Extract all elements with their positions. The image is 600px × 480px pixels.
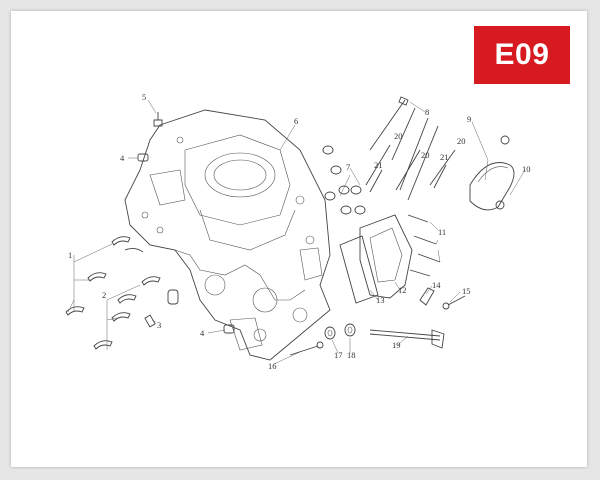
bolt-15[interactable] — [442, 295, 466, 310]
callout-20-c: 20 — [457, 136, 466, 146]
oil-jet-3[interactable] — [144, 314, 156, 328]
section-badge: E09 — [474, 26, 570, 84]
bearing-shells-2[interactable] — [93, 276, 161, 350]
callout-17: 17 — [334, 350, 343, 360]
callout-4-upper: 4 — [120, 153, 125, 163]
callout-3: 3 — [157, 320, 161, 330]
callout-12: 12 — [398, 285, 407, 295]
callout-14: 14 — [432, 280, 441, 290]
dowel-pin-4-lower[interactable] — [167, 289, 235, 334]
callout-8: 8 — [425, 107, 429, 117]
seal-18[interactable] — [344, 323, 356, 337]
bolts-20[interactable] — [365, 144, 456, 191]
callout-20-b: 20 — [421, 150, 430, 160]
callout-labels: 1 2 3 4 4 5 6 7 8 9 10 11 12 13 14 15 16… — [68, 92, 531, 371]
callout-15: 15 — [462, 286, 471, 296]
lever-14[interactable] — [419, 287, 435, 306]
dowel-pin-4-upper[interactable] — [137, 153, 149, 162]
bolts-10[interactable] — [495, 135, 510, 210]
callout-1: 1 — [68, 250, 72, 260]
callout-7: 7 — [346, 162, 350, 172]
callout-16: 16 — [268, 361, 277, 371]
bolts-21[interactable] — [369, 164, 447, 193]
washers-7[interactable] — [322, 145, 366, 215]
shift-shaft-19[interactable] — [369, 329, 445, 349]
gasket-13[interactable] — [339, 235, 379, 304]
callout-6: 6 — [294, 116, 298, 126]
bolt-16[interactable] — [289, 341, 324, 356]
callout-5: 5 — [142, 92, 146, 102]
callout-19: 19 — [392, 340, 401, 350]
leader-lines — [67, 99, 526, 365]
callout-2: 2 — [102, 290, 106, 300]
callout-10: 10 — [522, 164, 531, 174]
callout-11: 11 — [438, 227, 446, 237]
callout-21-b: 21 — [440, 152, 449, 162]
callout-20-a: 20 — [394, 131, 403, 141]
callout-4-lower: 4 — [200, 328, 205, 338]
bracket-9[interactable] — [469, 162, 515, 211]
bolts-11[interactable] — [407, 214, 441, 277]
crankcase[interactable] — [124, 109, 331, 361]
crankcase-bolts-8[interactable] — [369, 96, 439, 201]
bolt-5[interactable] — [153, 112, 163, 127]
callout-13: 13 — [376, 295, 385, 305]
callout-21-a: 21 — [374, 160, 383, 170]
bearing-shells-1[interactable] — [65, 236, 144, 316]
diagram-frame — [11, 11, 587, 467]
callout-9: 9 — [467, 114, 471, 124]
callout-18: 18 — [347, 350, 356, 360]
seal-17[interactable] — [324, 326, 336, 340]
cover-12[interactable] — [359, 214, 413, 299]
